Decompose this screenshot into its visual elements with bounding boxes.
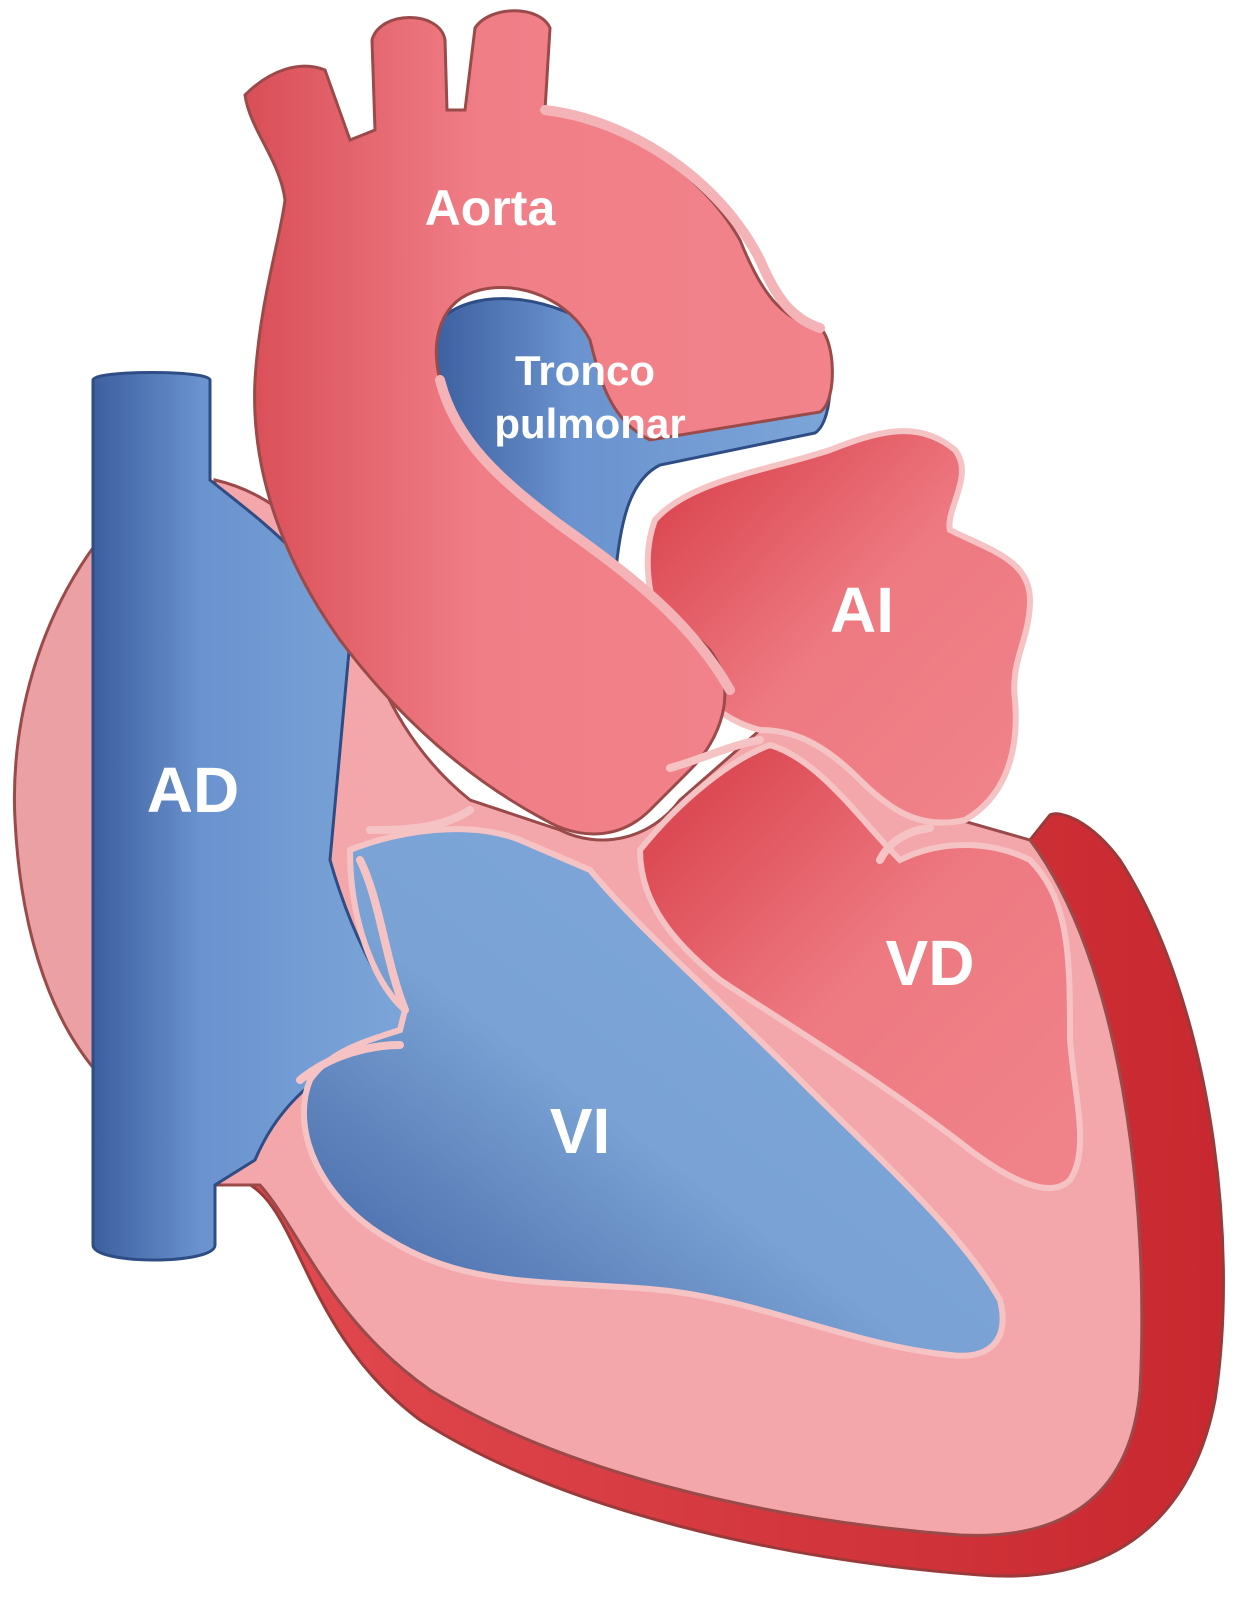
- pulmonary-trunk-label-line2: pulmonar: [494, 400, 685, 447]
- left-ventricle-label: VI: [550, 1095, 610, 1167]
- aorta-wall-lining: [435, 375, 735, 695]
- aortic-valve-cusp: [666, 736, 934, 864]
- tricuspid-chordae: [356, 806, 474, 1014]
- right-atrium-outer-wall: [12, 540, 97, 1075]
- aorta-outer-lining: [540, 105, 825, 333]
- aorta-label: Aorta: [425, 180, 557, 236]
- left-atrium-chamber: [644, 428, 1034, 826]
- pulmonary-trunk-label-line1: Tronco: [515, 347, 655, 394]
- left-atrium-label: AI: [830, 574, 894, 646]
- mitral-valve-cusp: [296, 1041, 404, 1084]
- right-ventricle-label: VD: [886, 927, 975, 999]
- right-atrium-label: AD: [147, 754, 239, 826]
- right-ventricle-chamber: [636, 741, 1084, 1191]
